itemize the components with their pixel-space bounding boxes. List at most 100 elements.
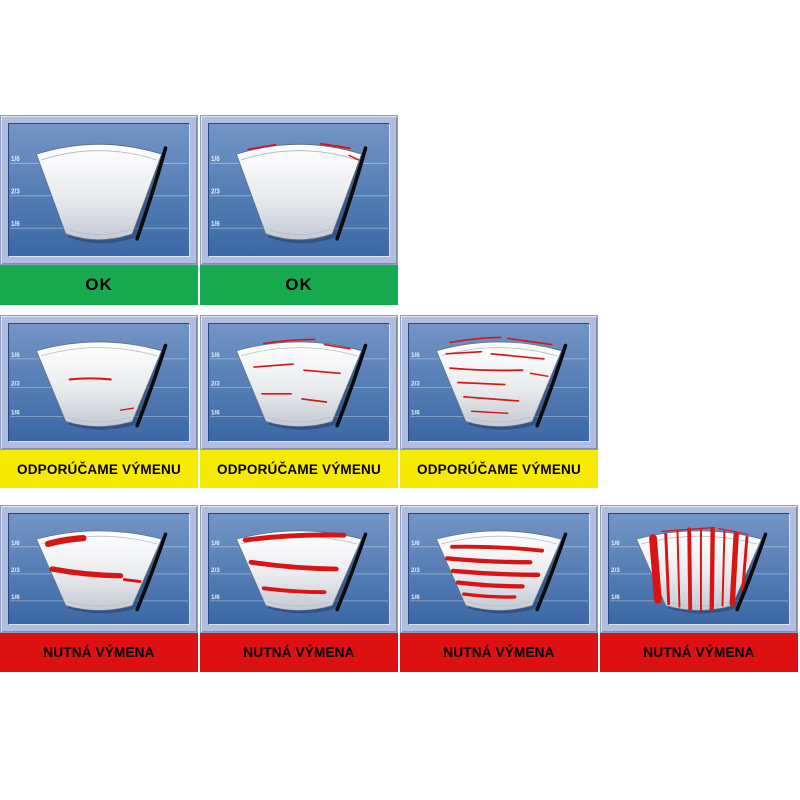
scale-label: 2/3 [411,380,420,387]
wiper-blade-icon [735,532,768,612]
wear-streak [68,377,112,381]
wiper-panel: 1/6 2/3 1/6 [200,315,398,450]
scale-label: 1/6 [211,352,220,359]
wiper-blade-icon [335,343,368,428]
wear-streak [709,527,715,611]
wiper-blade-icon [335,146,368,241]
scale-label: 2/3 [211,567,220,574]
wear-streak [664,532,671,606]
wiper-blade-icon [535,343,568,428]
wear-streak [450,544,544,553]
wear-streak [122,578,142,583]
wiper-sweep-graphic: 1/62/31/6 [209,530,389,614]
wear-streak [319,142,351,150]
wear-streak [444,556,533,565]
scale-label: 1/6 [11,352,20,359]
wiper-blade-icon [135,343,168,428]
wear-streak [463,396,520,402]
streak-group [445,336,553,415]
wear-streak [455,580,525,589]
wear-streak [303,369,341,375]
streak-group [247,142,360,161]
wear-streak [721,530,726,607]
wiper-sweep-graphic: 1/62/31/6 [409,336,589,430]
status-label-ok: OK [200,265,398,305]
wear-streak [490,352,545,360]
wear-streak [263,338,316,345]
wear-streak [449,336,502,344]
status-label-replacement-required: NUTNÁ VÝMENA [600,633,798,672]
status-label-replacement-required: NUTNÁ VÝMENA [0,633,198,672]
wear-streak [449,367,524,372]
sweep-bottom-arc [267,417,331,423]
wear-streak [470,410,509,415]
sweep-bottom-arc [67,228,131,235]
wiper-blade-icon [535,532,568,612]
wiped-area [35,341,163,427]
streak-group [44,534,142,583]
wiper-sweep-graphic: 1/6 2/3 1/6 [209,338,389,430]
sweep-bottom-arc [467,601,531,607]
scale-label: 1/6 [211,409,220,416]
wear-streak [119,407,134,411]
wear-streak [529,372,549,378]
wear-streak [348,154,360,161]
status-label-replacement-required: NUTNÁ VÝMENA [200,633,398,672]
wear-streak [717,527,749,535]
wiper-sweep-graphic: 1/62/31/6 [609,526,789,614]
streak-group [444,544,544,599]
scale-label: 2/3 [11,567,20,574]
wiper-blade-icon [135,146,168,241]
scale-label: 1/6 [411,409,420,416]
scale-label: 2/3 [211,380,220,387]
wear-streak [462,592,517,599]
scale-label: 2/3 [11,380,20,387]
streak-group [253,338,351,403]
scale-label: 1/6 [11,540,20,547]
scale-label: 2/3 [211,188,220,196]
wiper-sweep-graphic: 1/62/31/6 [9,143,189,244]
streak-group [649,526,749,612]
wear-streak [253,363,294,368]
status-label-recommend-replacement: ODPORÚČAME VÝMENU [200,450,398,488]
status-label-ok: OK [0,265,198,305]
streak-group [68,377,134,411]
wear-streak [450,568,541,577]
wear-streak [445,350,483,355]
windshield-screen: 1/6 2/3 1/6 [208,323,390,442]
scale-label: 2/3 [611,567,620,574]
wear-streak [301,398,328,403]
sweep-top-arc [41,150,157,161]
wear-streak [49,566,124,579]
wear-streak [44,534,87,548]
sweep-top-arc [241,150,357,161]
wiper-sweep-graphic: 1/62/31/6 [9,341,189,430]
scale-label: 1/6 [411,594,420,601]
sweep-bottom-arc [267,228,331,235]
wiped-area [35,530,163,611]
scale-label: 1/6 [611,540,620,547]
status-label-recommend-replacement: ODPORÚČAME VÝMENU [400,450,598,488]
scale-label: 1/6 [11,156,20,164]
wear-streak [247,143,277,151]
status-label-replacement-required: NUTNÁ VÝMENA [400,633,598,672]
wear-streak [687,527,693,611]
